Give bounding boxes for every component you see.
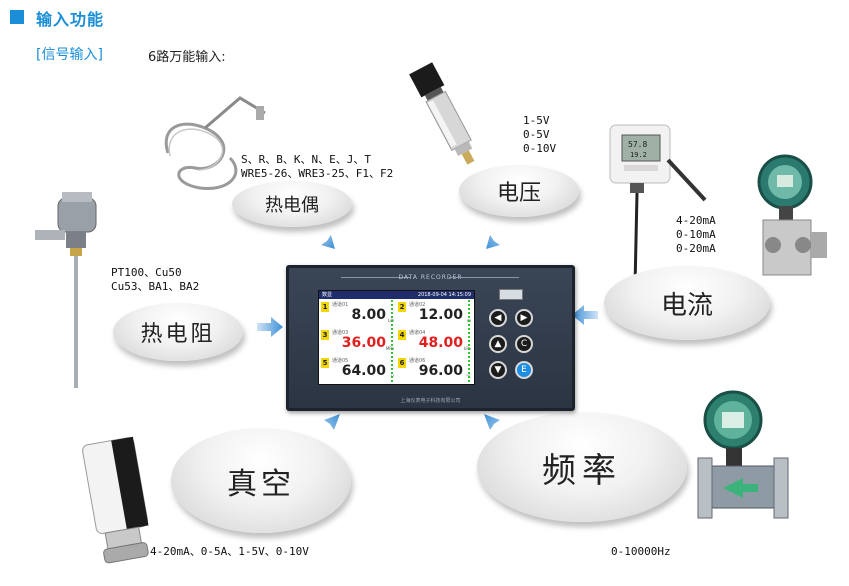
voltage-spec-line1: 1-5V (523, 114, 550, 127)
enter-button[interactable]: E (515, 361, 533, 379)
current-spec-line3: 0-20mA (676, 242, 716, 255)
svg-text:57.8: 57.8 (628, 140, 647, 149)
arrow-voltage-icon (486, 227, 508, 249)
frequency-label: 频率 (542, 450, 622, 491)
channel-cell: 4 通道04 48.00 kPa (397, 328, 473, 355)
screen-header-datetime: 2018-09-04 14:15:09 (417, 292, 471, 298)
title-divider-right (449, 277, 519, 278)
title-marker (10, 10, 24, 24)
vacuum-spec: 4-20mA、0-5A、1-5V、0-10V (150, 545, 309, 558)
current-spec-line2: 0-10mA (676, 228, 716, 241)
current-spec-line1: 4-20mA (676, 214, 716, 227)
thermocouple-oval: 热电偶 (232, 181, 352, 227)
arrow-current-icon (572, 305, 598, 325)
rtd-probe-image (35, 192, 97, 388)
vacuum-oval: 真空 (171, 428, 351, 533)
channel-unit: L/h (388, 318, 394, 323)
channel-cell: 2 通道02 12.00 m (397, 300, 473, 327)
channel-value: 48.00 (418, 335, 463, 351)
channel-number: 1 (321, 302, 329, 312)
arrow-rtd-icon (257, 317, 283, 337)
channel-number: 4 (398, 330, 406, 340)
frequency-oval: 频率 (477, 412, 687, 522)
channel-bargraph (391, 356, 393, 382)
channel-value: 96.00 (418, 363, 463, 379)
title-divider-left (341, 277, 411, 278)
current-oval: 电流 (604, 266, 770, 340)
usb-port[interactable] (499, 289, 523, 300)
frequency-spec: 0-10000Hz (611, 545, 671, 558)
channel-cell: 1 通道01 8.00 L/h (320, 300, 396, 327)
thermocouple-spec-line2: WRE5-26、WRE3-25、F1、F2 (241, 167, 394, 180)
vacuum-label: 真空 (227, 466, 295, 502)
section-description: 6路万能输入: (148, 50, 226, 65)
channel-label: 通道02 (409, 302, 426, 308)
channel-cell: 5 通道05 64.00 V (320, 356, 396, 383)
voltage-spec-line2: 0-5V (523, 128, 550, 141)
arrow-frequency-icon (484, 414, 508, 438)
channel-bargraph (468, 328, 470, 354)
left-button[interactable]: ◀ (489, 309, 507, 327)
current-transmitter-image (757, 154, 827, 276)
flowmeter-image (697, 390, 789, 519)
screen-header-left: 数显 (322, 292, 333, 298)
up-button[interactable]: ▲ (489, 335, 507, 353)
channel-unit: MPa (385, 346, 394, 351)
recorder-footer: 上海仪表电子科技有限公司 (400, 398, 461, 404)
rtd-spec-line1: PT100、Cu50 (111, 266, 182, 279)
voltage-oval: 电压 (459, 165, 579, 217)
channel-label: 通道03 (332, 330, 349, 336)
vacuum-gauge-image (82, 436, 149, 564)
channel-cell: 3 通道03 36.00 MPa (320, 328, 396, 355)
c-button[interactable]: C (515, 335, 533, 353)
channel-number: 2 (398, 302, 406, 312)
arrow-thermocouple-icon (313, 227, 335, 249)
page-title: 输入功能 (36, 10, 105, 29)
down-button[interactable]: ▼ (489, 361, 507, 379)
channel-value: 36.00 (341, 335, 386, 351)
pressure-transmitter-image (409, 62, 475, 165)
channel-cell: 6 通道06 96.00 °C (397, 356, 473, 383)
rtd-oval: 热电阻 (113, 303, 243, 361)
thermocouple-image (164, 96, 266, 191)
thermocouple-label: 热电偶 (265, 195, 319, 216)
svg-text:19.2: 19.2 (630, 151, 647, 159)
current-label: 电流 (660, 290, 713, 321)
channel-bargraph (468, 356, 470, 382)
channel-bargraph (468, 300, 470, 326)
rtd-label: 热电阻 (140, 322, 216, 347)
channel-label: 通道01 (332, 302, 349, 308)
voltage-spec-line3: 0-10V (523, 142, 557, 155)
humidity-sensor-image: 57.8 19.2 (609, 124, 707, 288)
channel-number: 5 (321, 358, 329, 368)
section-subtitle: [信号输入] (36, 47, 103, 63)
screen-header: 数显 2018-09-04 14:15:09 (319, 291, 474, 299)
channel-label: 通道06 (409, 358, 426, 364)
recorder-screen: 数显 2018-09-04 14:15:09 1 通道01 8.00 L/h 2… (318, 290, 475, 385)
channel-bargraph (391, 300, 393, 326)
channel-label: 通道05 (332, 358, 349, 364)
channel-value: 64.00 (341, 363, 386, 379)
voltage-label: 电压 (496, 181, 541, 206)
channel-number: 6 (398, 358, 406, 368)
channel-value: 8.00 (351, 307, 386, 323)
arrow-vacuum-icon (316, 414, 340, 438)
thermocouple-spec-line1: S、R、B、K、N、E、J、T (241, 153, 371, 166)
channel-label: 通道04 (409, 330, 426, 336)
rtd-spec-line2: Cu53、BA1、BA2 (111, 280, 200, 293)
channel-bargraph (391, 328, 393, 354)
channel-value: 12.00 (418, 307, 463, 323)
recorder-title: DATA RECORDER (398, 274, 463, 281)
channel-unit: kPa (464, 346, 471, 351)
right-button[interactable]: ▶ (515, 309, 533, 327)
channel-number: 3 (321, 330, 329, 340)
data-recorder: DATA RECORDER 数显 2018-09-04 14:15:09 1 通… (286, 265, 575, 411)
